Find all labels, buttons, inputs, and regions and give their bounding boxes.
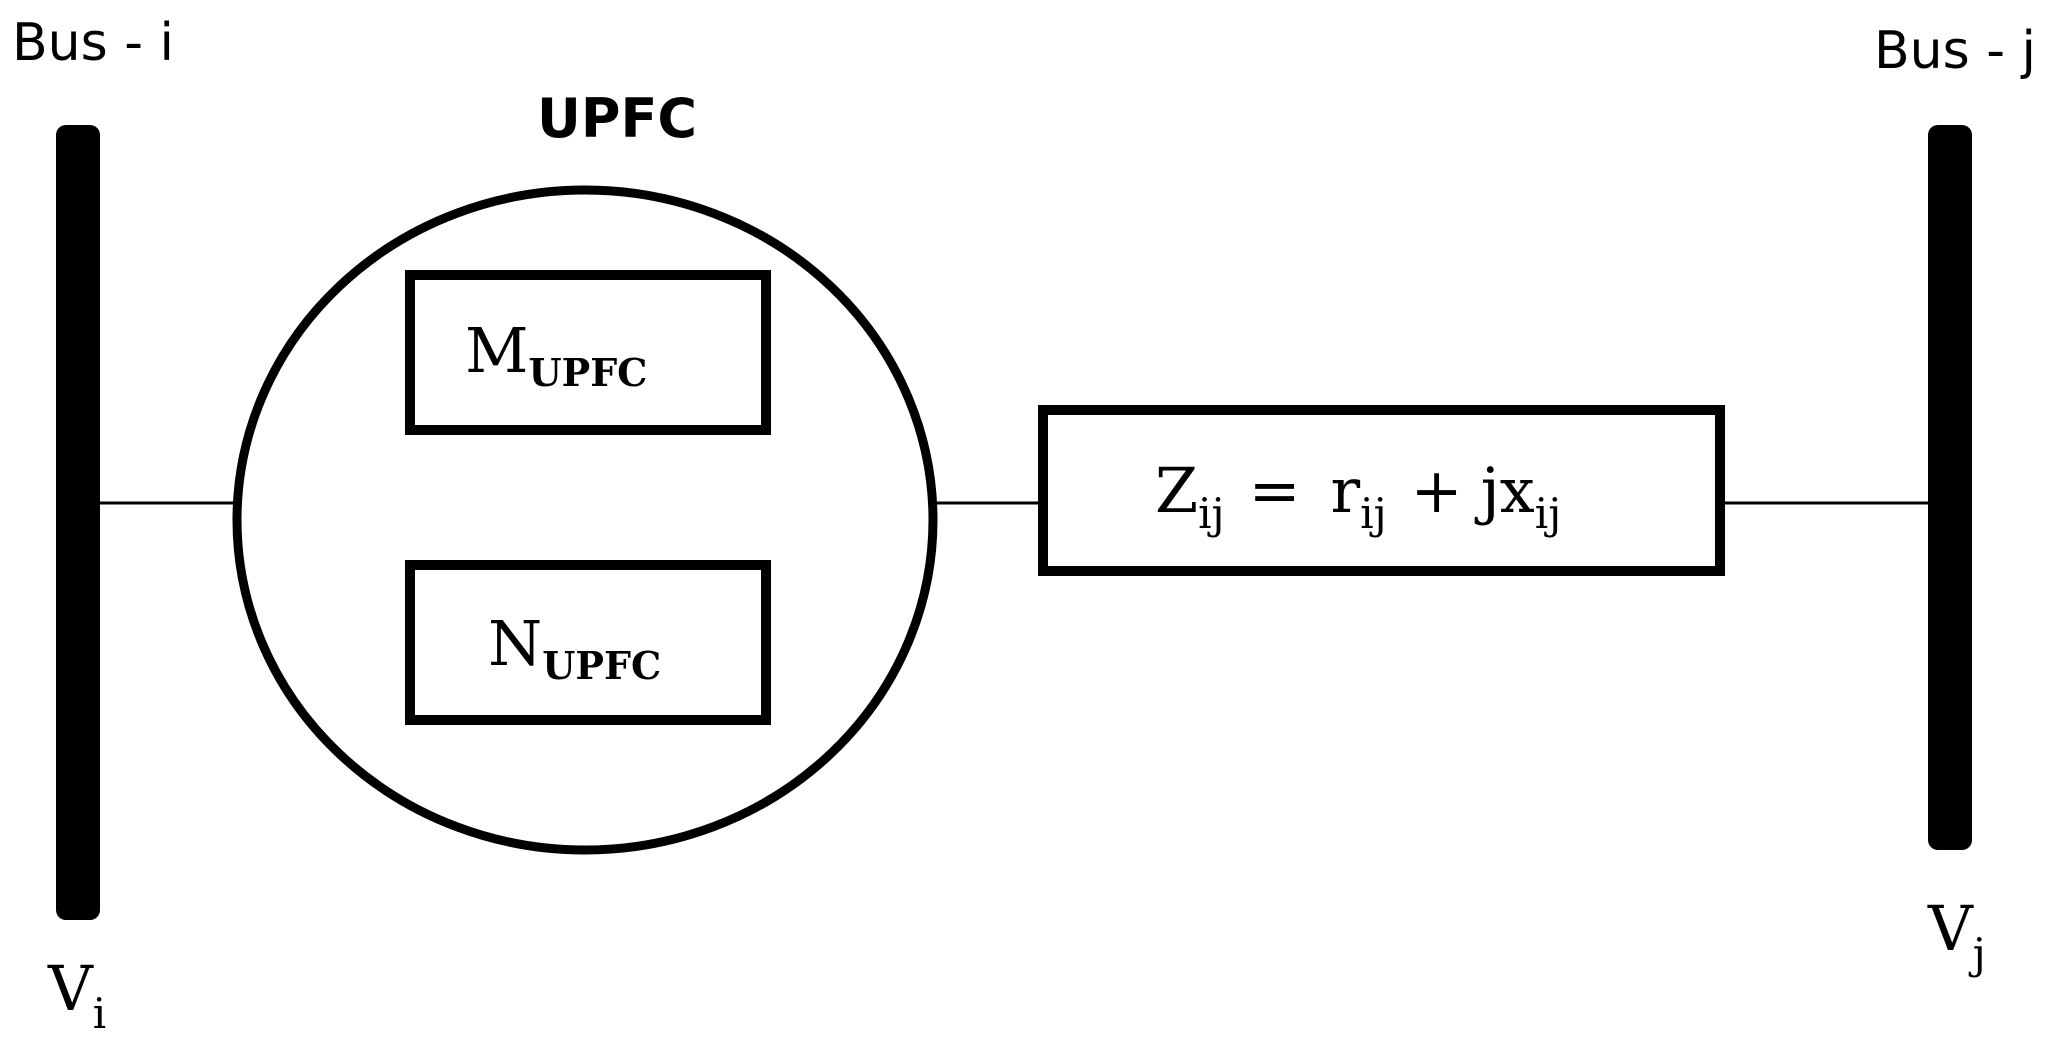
impedance-z-symbol: Z (1155, 454, 1198, 527)
impedance-z-subscript: ij (1198, 489, 1224, 538)
upfc-block-m-subscript: UPFC (528, 350, 647, 395)
bus-j-voltage-symbol: V (1927, 892, 1974, 965)
bus-i-label: Bus - i (12, 13, 174, 73)
bus-i-voltage-subscript: i (93, 989, 106, 1038)
bus-j-voltage-subscript: j (1968, 929, 1986, 978)
upfc-circle (232, 185, 938, 855)
bus-i-voltage: Vi (47, 952, 106, 1038)
bus-i-voltage-symbol: V (47, 952, 94, 1025)
upfc-block-m (405, 270, 771, 435)
impedance-equation: Zij=rij+jxij (1155, 454, 1561, 538)
bus-j-label: Bus - j (1874, 21, 2036, 81)
upfc-block-n-symbol: N (488, 607, 542, 680)
upfc-block-n (405, 560, 771, 725)
upfc-block-n-label: NUPFC (488, 607, 661, 688)
impedance-jx-symbol: jx (1475, 454, 1535, 527)
upfc-title: UPFC (537, 87, 697, 150)
impedance-block (1038, 405, 1725, 576)
impedance-equals: = (1249, 454, 1301, 527)
bus-i-bar (56, 125, 100, 920)
upfc-block-n-subscript: UPFC (542, 643, 661, 688)
impedance-x-subscript: ij (1535, 489, 1561, 538)
impedance-r-symbol: r (1331, 454, 1361, 527)
upfc-block-m-symbol: M (465, 314, 528, 387)
bus-j-bar (1928, 125, 1972, 850)
bus-j-voltage: Vj (1927, 892, 1986, 978)
impedance-r-subscript: ij (1360, 489, 1386, 538)
upfc-block-m-label: MUPFC (465, 314, 647, 395)
impedance-plus: + (1411, 454, 1463, 527)
